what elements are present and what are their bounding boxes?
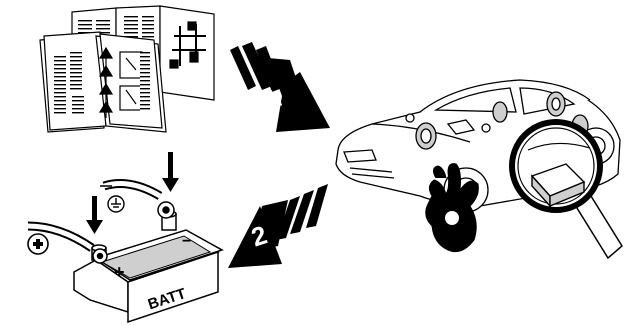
open-manual-icon [40,6,214,132]
battery-plus-sign: + [114,262,125,282]
battery-minus-sign: − [182,233,191,250]
step-2-arrow: 2 [228,184,328,268]
plus-circle-icon [28,234,48,254]
step-1-arrow: 1 [230,42,330,132]
ground-symbol-icon [108,196,124,212]
battery-connection-diagram: + − BATT [28,152,222,322]
